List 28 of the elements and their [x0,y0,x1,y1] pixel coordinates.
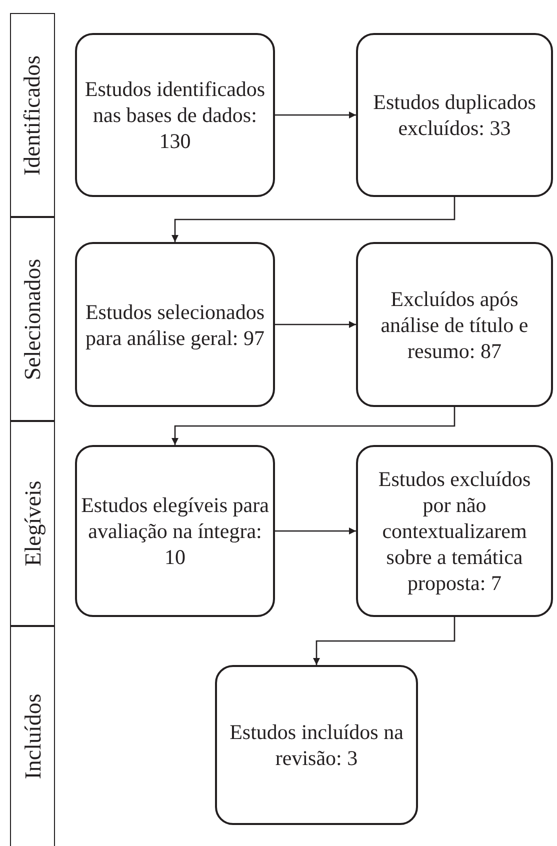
stage-band [10,13,55,217]
arrow [275,112,356,118]
process-box [75,33,275,197]
stage-label: Identificados [21,54,44,176]
arrow [172,197,456,242]
process-box [75,445,275,617]
box-text: Estudos selecionados para análise geral: 97 [84,298,266,350]
process-box [356,445,553,617]
stage-band [10,217,55,421]
stage-band [10,421,55,626]
process-box [215,665,418,825]
box-text: Excluídos após análise de título e resumo: 87 [380,286,530,364]
process-box [75,242,275,407]
arrow [172,407,456,445]
arrow [313,617,456,665]
arrow [275,528,356,534]
stage-band [10,626,55,846]
box-text: Estudos identificados nas bases de dados: 130 [84,76,266,154]
stage-label: Incluídos [21,694,44,780]
box-text: Estudos elegíveis para avaliação na íntegra: 10 [81,492,269,570]
box-text: Estudos excluídos por não contextualizarem sobre a temática proposta: 7 [377,466,532,596]
box-text: Estudos duplicados excluídos: 33 [372,89,537,141]
stage-label: Elegíveis [21,480,44,566]
arrow [275,321,356,328]
stage-label: Selecionados [21,258,44,380]
process-box [356,33,553,197]
process-box [356,242,553,407]
box-text: Estudos incluídos na revisão: 3 [228,719,404,771]
